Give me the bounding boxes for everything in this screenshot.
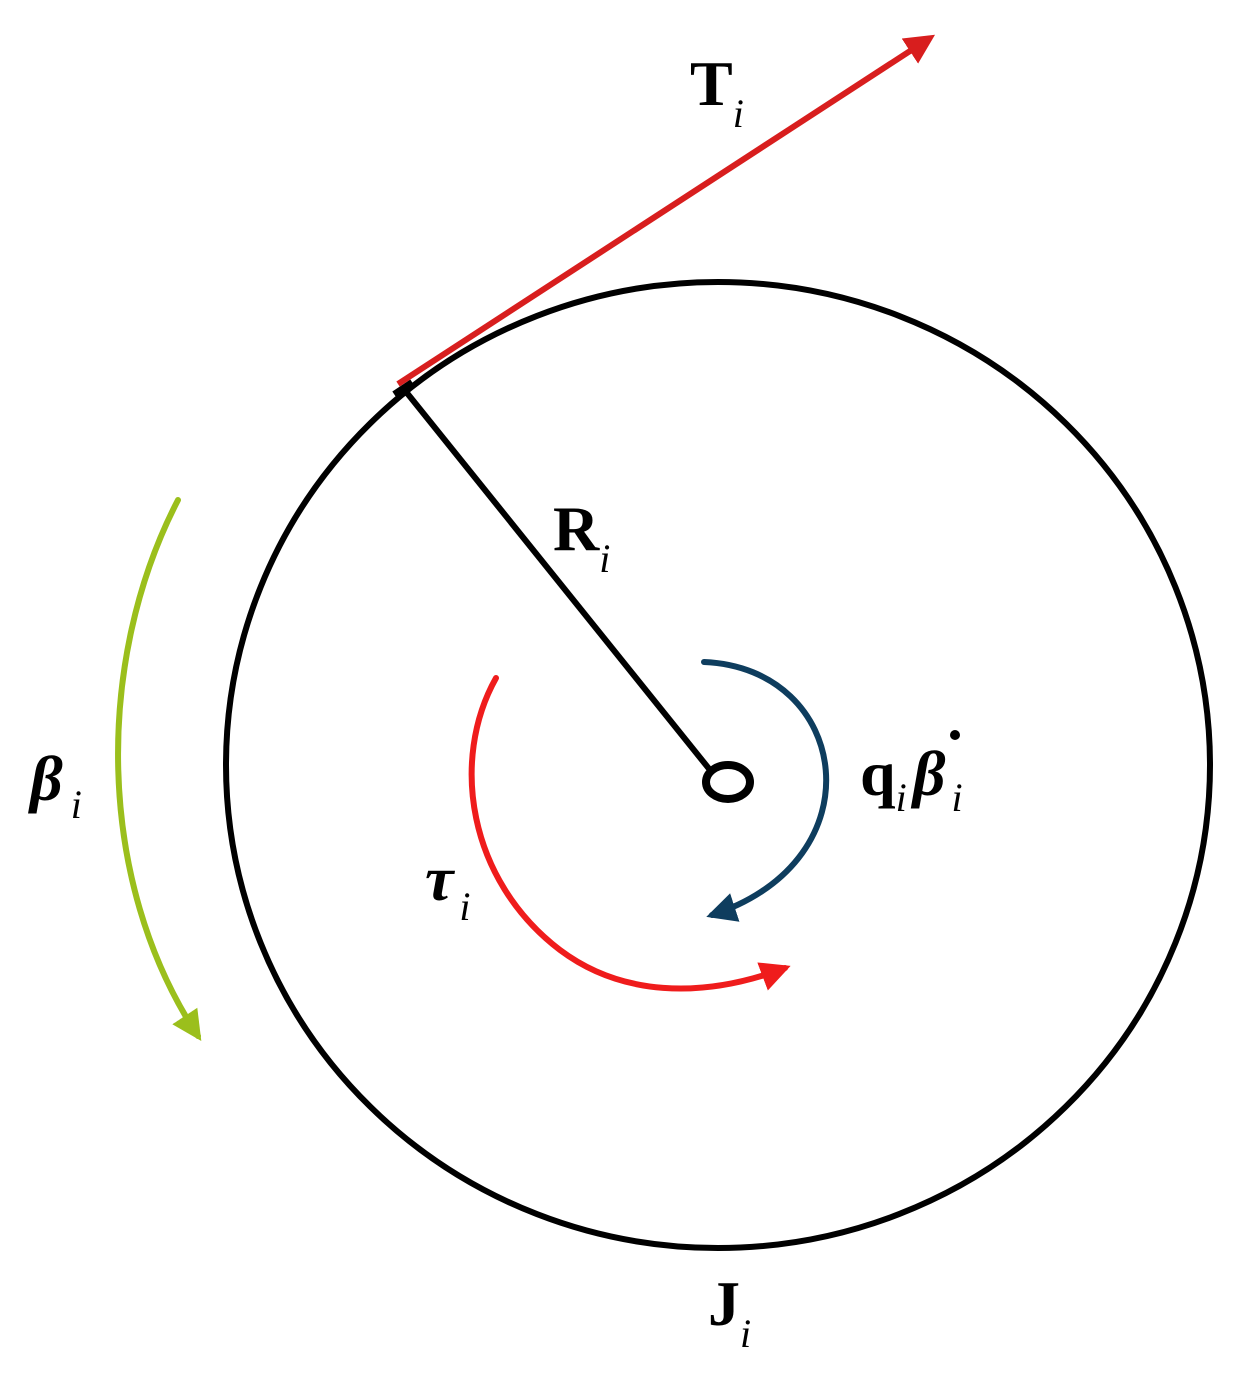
angle-arrow [115, 497, 202, 1042]
torque-arrow [468, 675, 791, 992]
hub-icon [702, 761, 754, 803]
tension-label: Ti [690, 48, 744, 136]
tension-arrow [396, 34, 936, 387]
derivative-dot [950, 730, 960, 740]
inertia-label: Ji [708, 1268, 751, 1356]
radius-label: Ri [553, 493, 610, 581]
radius-line [400, 386, 713, 772]
contact-tick [392, 379, 414, 397]
wheel-circle [223, 279, 1213, 1251]
damping-arrow [701, 659, 830, 922]
